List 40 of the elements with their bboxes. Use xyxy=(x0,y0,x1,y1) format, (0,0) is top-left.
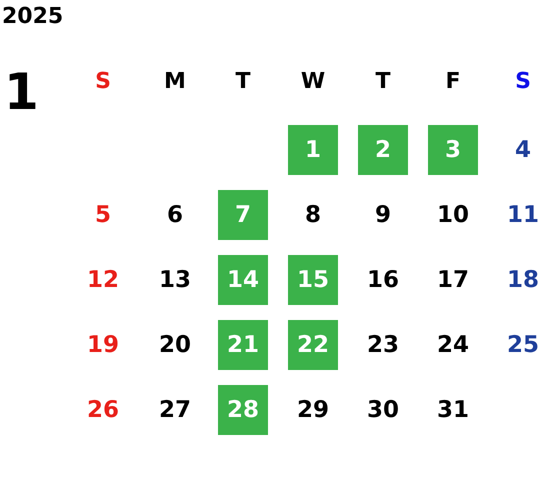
highlighted-day-number: 3 xyxy=(428,125,478,175)
weekday-header: W xyxy=(300,68,326,96)
day-number: 23 xyxy=(366,331,400,360)
weekday-header: S xyxy=(514,68,532,96)
day-number: 25 xyxy=(506,331,540,360)
highlighted-day-number: 14 xyxy=(218,255,268,305)
day-number: 5 xyxy=(94,201,112,230)
day-number: 8 xyxy=(304,201,322,230)
day-number: 6 xyxy=(166,201,184,230)
weekday-header: F xyxy=(444,68,462,96)
weekday-header: T xyxy=(234,68,252,96)
highlighted-day-number: 21 xyxy=(218,320,268,370)
day-number: 9 xyxy=(374,201,392,230)
highlighted-day-number: 22 xyxy=(288,320,338,370)
day-number: 30 xyxy=(366,396,400,425)
weekday-header: T xyxy=(374,68,392,96)
day-number: 12 xyxy=(86,266,120,295)
day-number: 4 xyxy=(514,136,532,165)
day-number: 17 xyxy=(436,266,470,295)
highlighted-day-number: 7 xyxy=(218,190,268,240)
month-number: 1 xyxy=(4,62,39,122)
weekday-header: M xyxy=(163,68,187,96)
day-number: 24 xyxy=(436,331,470,360)
day-number: 16 xyxy=(366,266,400,295)
day-number: 26 xyxy=(86,396,120,425)
day-number: 27 xyxy=(158,396,192,425)
day-number: 31 xyxy=(436,396,470,425)
day-number: 11 xyxy=(506,201,540,230)
highlighted-day-number: 2 xyxy=(358,125,408,175)
day-number: 10 xyxy=(436,201,470,230)
day-number: 29 xyxy=(296,396,330,425)
day-number: 18 xyxy=(506,266,540,295)
highlighted-day-number: 28 xyxy=(218,385,268,435)
highlighted-day-number: 15 xyxy=(288,255,338,305)
day-number: 20 xyxy=(158,331,192,360)
weekday-header: S xyxy=(94,68,112,96)
year-heading: 2025 xyxy=(2,4,64,29)
day-number: 19 xyxy=(86,331,120,360)
highlighted-day-number: 1 xyxy=(288,125,338,175)
day-number: 13 xyxy=(158,266,192,295)
